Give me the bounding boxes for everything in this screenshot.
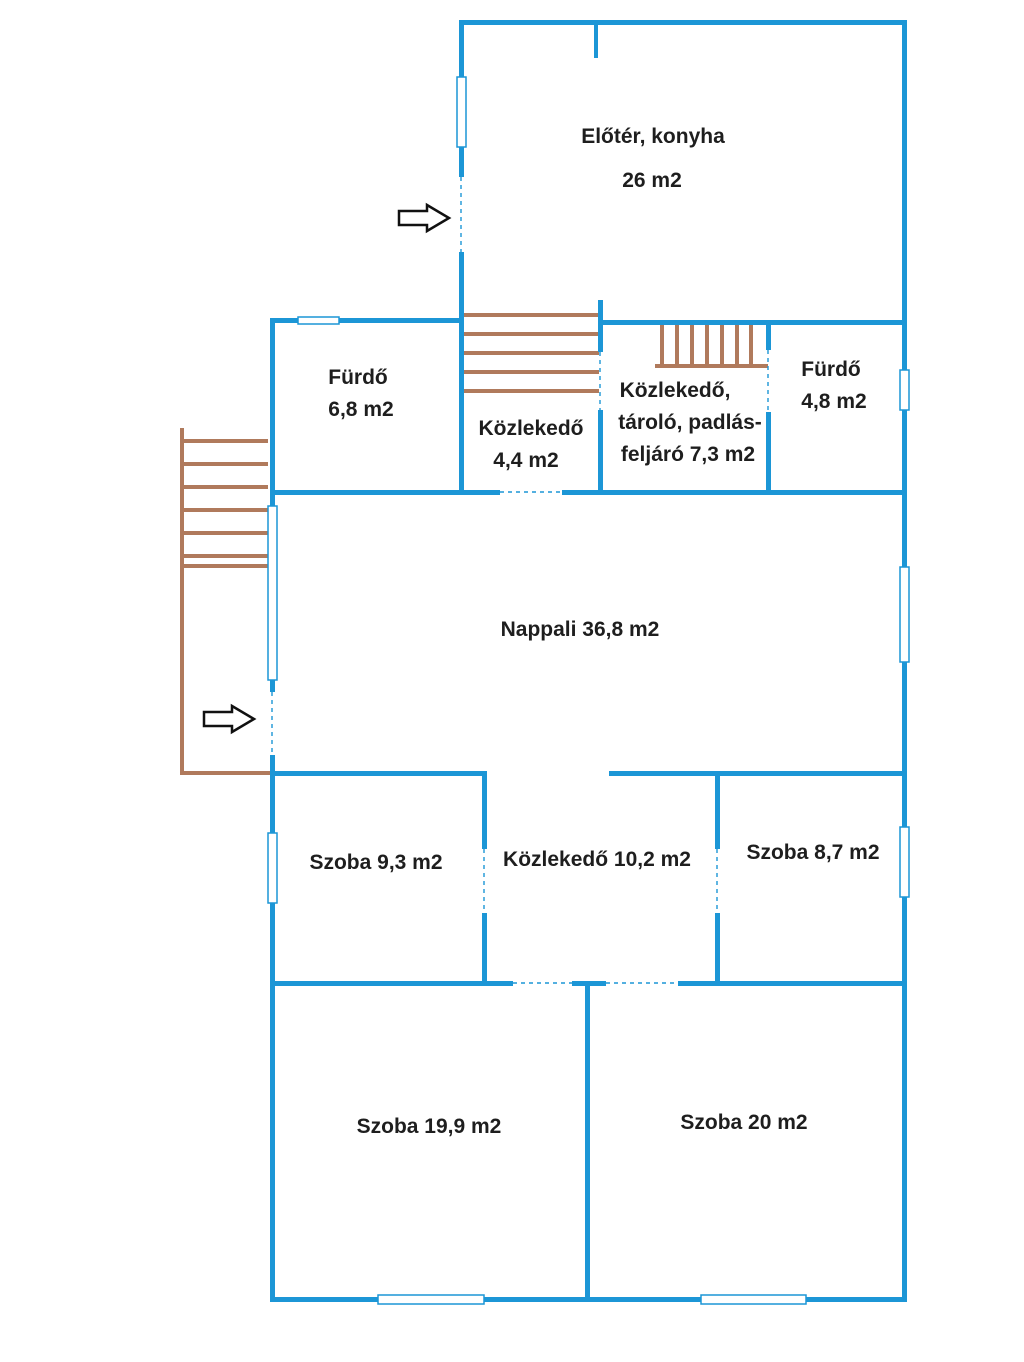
doorways [271,177,769,984]
room-label-eloter-name: Előtér, konyha [581,125,725,148]
room-label-furdo2-name: Fürdő [801,358,860,381]
room-label-kozlekedo1-name: Közlekedő [478,417,583,440]
room-label-furdo1-area: 6,8 m2 [328,398,393,421]
window [267,505,278,681]
room-label-eloter-area: 26 m2 [622,169,682,192]
room-label-furdo1-name: Fürdő [328,366,387,389]
room-label-furdo2-area: 4,8 m2 [801,390,866,413]
windows [267,76,910,1305]
window [899,566,910,663]
room-label-kozlekedo1-area: 4,4 m2 [493,449,558,472]
room-label-szoba2: Szoba 8,7 m2 [746,841,879,864]
window [267,832,278,904]
room-label-kozlekedo3: Közlekedő 10,2 m2 [503,848,691,871]
right-arrow-icon [397,202,452,234]
window [456,76,467,148]
window [700,1294,807,1305]
room-label-nappali: Nappali 36,8 m2 [501,618,660,641]
window [899,826,910,898]
stairs-hallway [463,313,599,393]
right-arrow-icon [202,703,257,735]
window [297,316,340,325]
room-label-szoba3: Szoba 19,9 m2 [357,1115,502,1138]
room-label-kozlekedo2-line1: Közlekedő, [620,379,731,402]
window [377,1294,485,1305]
room-label-szoba4: Szoba 20 m2 [680,1111,807,1134]
walls [270,20,907,1302]
room-label-kozlekedo2-line3: feljáró 7,3 m2 [621,443,755,466]
stairs-attic [655,325,768,368]
stairs-outside [180,428,272,775]
room-label-kozlekedo2-line2: tároló, padlás- [618,411,762,434]
room-label-szoba1: Szoba 9,3 m2 [309,851,442,874]
window [899,369,910,411]
